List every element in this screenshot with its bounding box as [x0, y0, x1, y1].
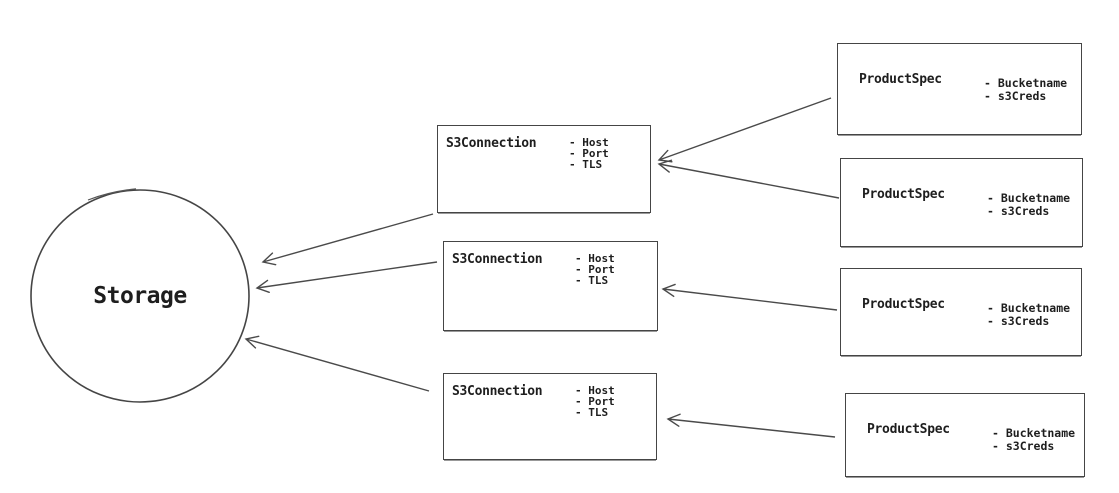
node-attribute: - s3Creds	[987, 314, 1050, 329]
node-title: S3Connection	[446, 136, 537, 151]
node-attribute: - Host	[575, 252, 615, 265]
node-title: ProductSpec	[859, 72, 942, 87]
node-attribute: - Bucketname	[987, 191, 1071, 205]
arrow-product-spec-1-to-s3-connection-1	[657, 97, 832, 163]
node-attribute: - TLS	[575, 405, 609, 419]
node-attribute: - Port	[575, 394, 615, 408]
arrow-product-spec-2-to-s3-connection-1	[657, 159, 840, 199]
product-spec-box-2: ProductSpec - Bucketname - s3Creds	[840, 158, 1083, 247]
node-attribute: - s3Creds	[984, 89, 1047, 104]
node-attributes: - Host - Port - TLS	[569, 136, 609, 171]
node-attribute: - s3Creds	[992, 439, 1055, 454]
node-attributes: - Bucketname - s3Creds	[992, 426, 1076, 454]
product-spec-box-4: ProductSpec - Bucketname - s3Creds	[845, 393, 1085, 477]
node-attribute: - Port	[575, 262, 615, 276]
arrow-product-spec-4-to-s3-connection-3	[666, 413, 836, 438]
node-title: S3Connection	[452, 252, 543, 267]
storage-circle	[30, 189, 250, 403]
node-attribute: - Bucketname	[984, 76, 1068, 90]
node-attributes: - Bucketname - s3Creds	[987, 301, 1071, 329]
arrow-s3-connection-2-to-storage	[255, 261, 438, 293]
s3-connection-box-2: S3Connection - Host - Port - TLS	[443, 241, 658, 331]
node-attributes: - Bucketname - s3Creds	[984, 76, 1068, 104]
s3-connection-box-3: S3Connection - Host - Port - TLS	[443, 373, 657, 460]
storage-circle-sketch-overlap	[87, 188, 137, 201]
node-attribute: - s3Creds	[987, 204, 1050, 219]
arrow-product-spec-3-to-s3-connection-2	[661, 283, 838, 311]
node-attribute: - Port	[569, 146, 609, 160]
storage-node-label: Storage	[93, 283, 187, 309]
node-title: ProductSpec	[867, 422, 950, 437]
node-attributes: - Host - Port - TLS	[575, 252, 615, 287]
node-title: S3Connection	[452, 384, 543, 399]
node-attributes: - Host - Port - TLS	[575, 384, 615, 419]
node-attribute: - TLS	[575, 273, 609, 287]
product-spec-box-3: ProductSpec - Bucketname - s3Creds	[840, 268, 1082, 356]
node-attribute: - TLS	[569, 157, 603, 171]
node-attribute: - Bucketname	[992, 426, 1076, 440]
node-attributes: - Bucketname - s3Creds	[987, 191, 1071, 219]
product-spec-box-1: ProductSpec - Bucketname - s3Creds	[837, 43, 1082, 135]
arrow-s3-connection-1-to-storage	[261, 213, 434, 266]
node-title: ProductSpec	[862, 297, 945, 312]
node-attribute: - Host	[569, 136, 609, 149]
node-attribute: - Bucketname	[987, 301, 1071, 315]
node-title: ProductSpec	[862, 187, 945, 202]
arrow-s3-connection-3-to-storage	[244, 335, 430, 392]
s3-connection-box-1: S3Connection - Host - Port - TLS	[437, 125, 651, 213]
node-attribute: - Host	[575, 384, 615, 397]
